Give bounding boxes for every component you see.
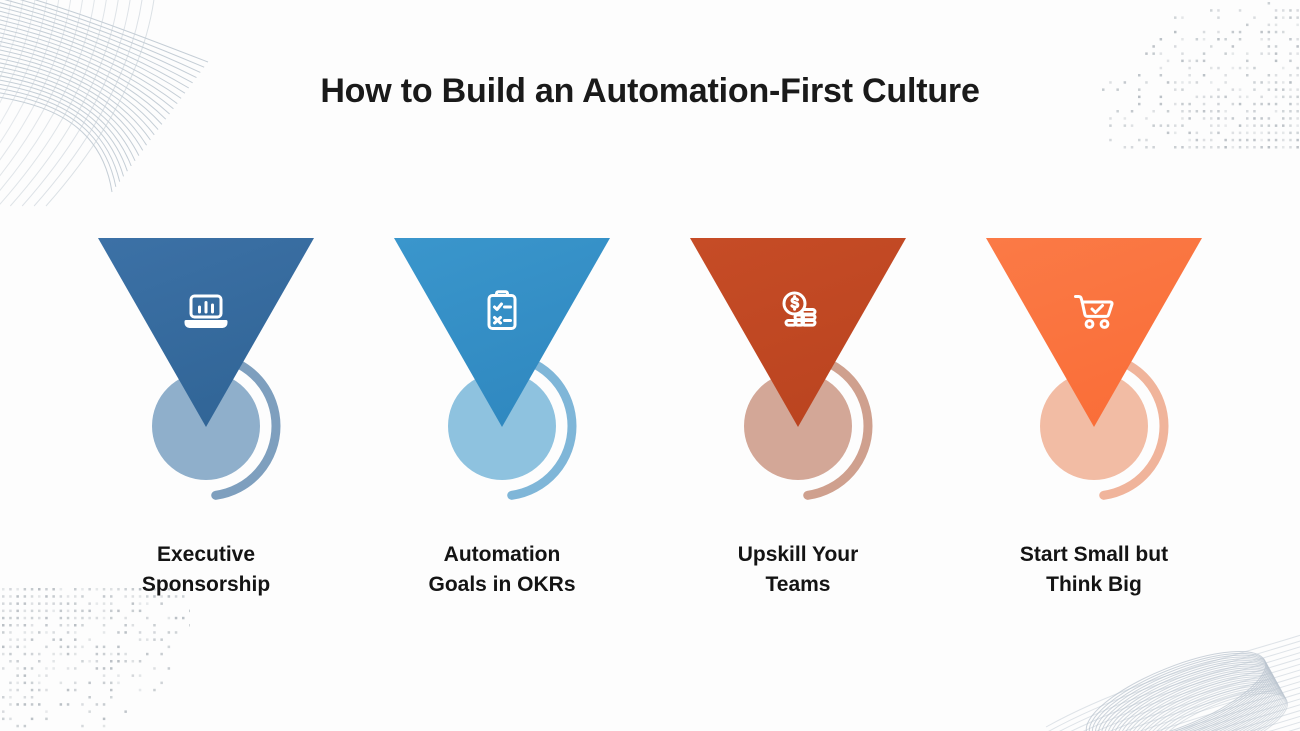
pillar-graphic [61, 238, 351, 508]
pillar-item[interactable]: Upskill Your Teams [650, 238, 946, 600]
pillar-label: Start Small but Think Big [974, 540, 1214, 600]
pillar-graphic [653, 238, 943, 508]
pillar-triangle [986, 238, 1202, 427]
pillar-graphic [949, 238, 1239, 508]
pillar-graphic [357, 238, 647, 508]
shopping-cart-check-icon [1070, 288, 1118, 336]
pillars-row: Executive Sponsorship Automation Goals i… [58, 238, 1242, 600]
pillar-item[interactable]: Executive Sponsorship [58, 238, 354, 600]
slide-title: How to Build an Automation-First Culture [0, 72, 1300, 111]
laptop-chart-icon [182, 288, 230, 336]
pillar-triangle [690, 238, 906, 427]
pillar-item[interactable]: Start Small but Think Big [946, 238, 1242, 600]
money-coins-icon [774, 288, 822, 336]
clipboard-checklist-icon [478, 288, 526, 336]
halftone-dots-bottom-left-icon [0, 586, 190, 731]
pillar-item[interactable]: Automation Goals in OKRs [354, 238, 650, 600]
pillar-triangle [98, 238, 314, 427]
pillar-label: Upskill Your Teams [678, 540, 918, 600]
pillar-triangle [394, 238, 610, 427]
pillar-label: Automation Goals in OKRs [382, 540, 622, 600]
pillar-label: Executive Sponsorship [86, 540, 326, 600]
